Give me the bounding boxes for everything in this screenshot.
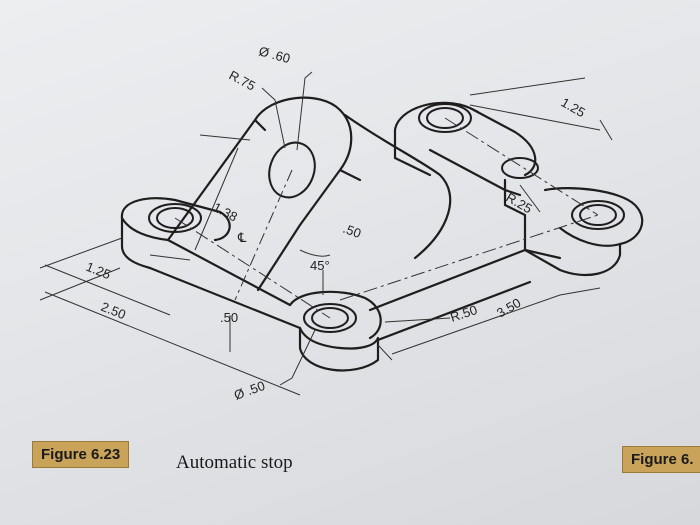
- dim-centerline-symbol: ℄: [237, 230, 247, 245]
- front-hole: [303, 303, 357, 333]
- dim-350-text: 3.50: [494, 295, 523, 321]
- base-front-edge: [148, 238, 302, 330]
- dim-left-250-text: 2.50: [99, 299, 128, 322]
- dim-left-125: [39, 237, 171, 316]
- left-hole: [148, 203, 202, 233]
- centerline-lug: [234, 169, 293, 301]
- base-right-edge: [368, 248, 562, 342]
- dim-right-125: [469, 77, 613, 141]
- base-front-boss: [288, 290, 382, 372]
- dim-height-138: 1.38: [211, 199, 240, 224]
- slot-hole: [501, 157, 539, 179]
- back-slot: [428, 148, 527, 252]
- right-hole-inner: [579, 204, 617, 226]
- dim-bottom-hole-dia: Ø .50: [232, 378, 267, 403]
- dim-thickness-50: .50: [341, 221, 363, 241]
- next-figure-badge: Figure 6.: [622, 446, 700, 473]
- centerline-long: [339, 214, 599, 301]
- dim-angle-45: 45°: [310, 258, 330, 273]
- dim-top-hole-dia: Ø .60: [257, 43, 292, 66]
- dim-thickness-vertical: [229, 270, 324, 352]
- dim-left-125-text: 1.25: [84, 259, 113, 282]
- figure-number-badge: Figure 6.23: [32, 441, 130, 468]
- back-hole: [418, 103, 472, 133]
- dim-top-radius: R.75: [227, 67, 258, 93]
- back-hole-inner: [426, 107, 464, 129]
- dim-right-125-text: 1.25: [559, 95, 588, 121]
- dim-angle-arc: [299, 249, 331, 257]
- upright-side: [343, 113, 452, 260]
- figure-caption: Automatic stop: [176, 452, 293, 473]
- dim-radius-50-text: R.50: [448, 302, 479, 325]
- dim-top-radius-leader: [261, 87, 286, 149]
- dim-front-hole-leader: [279, 329, 316, 386]
- dim-right-25-leader: [519, 184, 541, 213]
- dim-top-hole-leader: [296, 71, 313, 151]
- right-ear: [523, 187, 644, 277]
- front-hole-inner: [311, 307, 349, 329]
- left-hole-inner: [156, 207, 194, 229]
- base-left-end: [120, 197, 231, 270]
- upright-lug: [166, 96, 362, 292]
- dim-138-line: [149, 134, 251, 261]
- back-block: [393, 101, 537, 177]
- dim-left-250: [39, 267, 301, 396]
- right-hole: [571, 200, 625, 230]
- dim-front-50-text: .50: [220, 310, 238, 325]
- centerline-back: [174, 117, 599, 319]
- dim-radius-50-leader: [384, 317, 451, 323]
- dim-350: [377, 287, 601, 361]
- top-hole: [268, 141, 316, 199]
